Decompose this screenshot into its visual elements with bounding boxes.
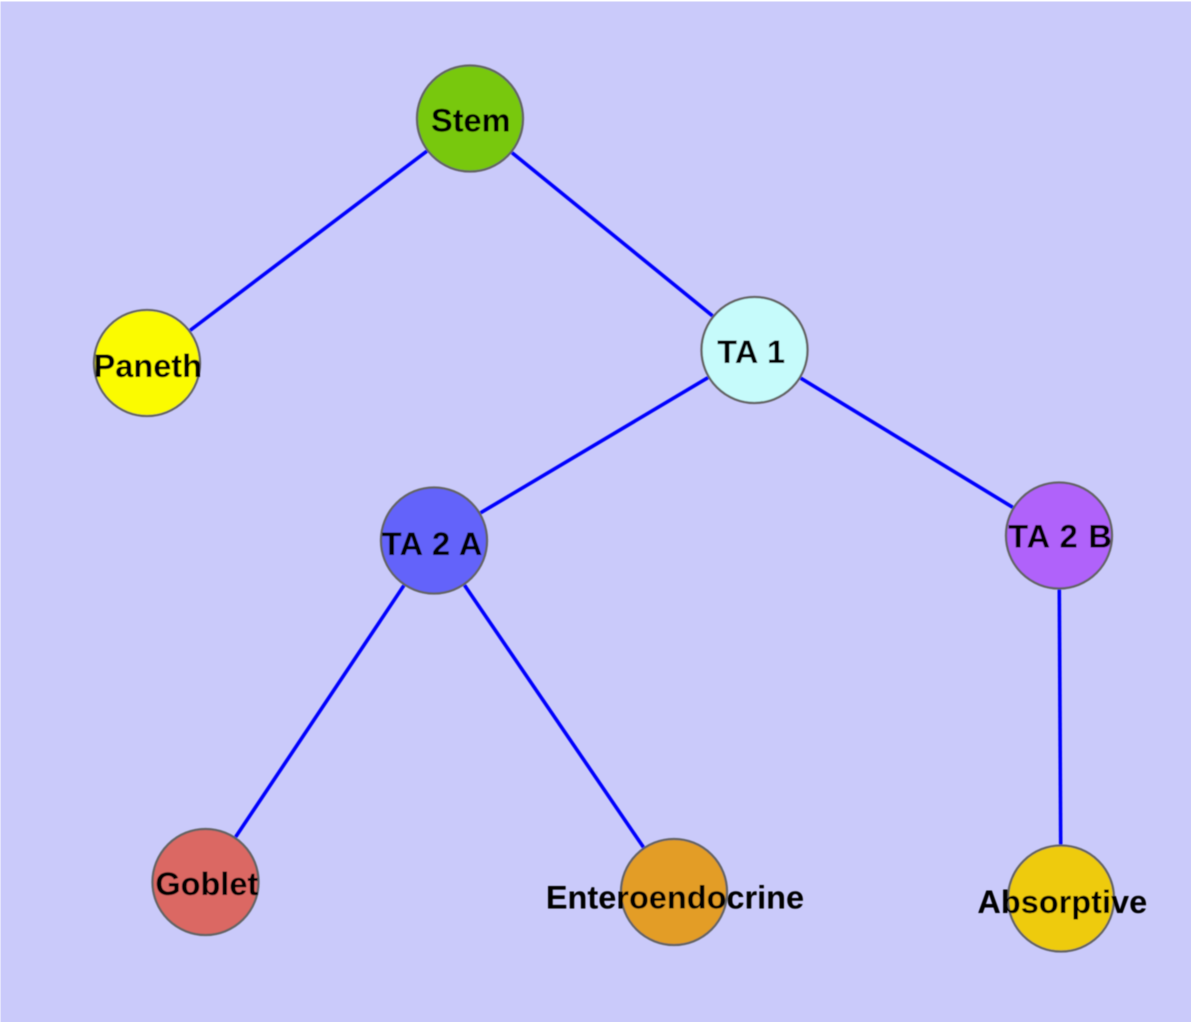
svg-text:TA 1: TA 1 [717,334,785,370]
svg-text:Absorptive: Absorptive [977,884,1147,920]
svg-text:Stem: Stem [431,103,510,139]
svg-text:TA 2 A: TA 2 A [382,526,483,562]
svg-text:TA 2 B: TA 2 B [1008,519,1112,555]
svg-text:Goblet: Goblet [155,866,258,902]
svg-text:Enteroendocrine: Enteroendocrine [546,880,804,916]
svg-text:Paneth: Paneth [94,348,202,384]
